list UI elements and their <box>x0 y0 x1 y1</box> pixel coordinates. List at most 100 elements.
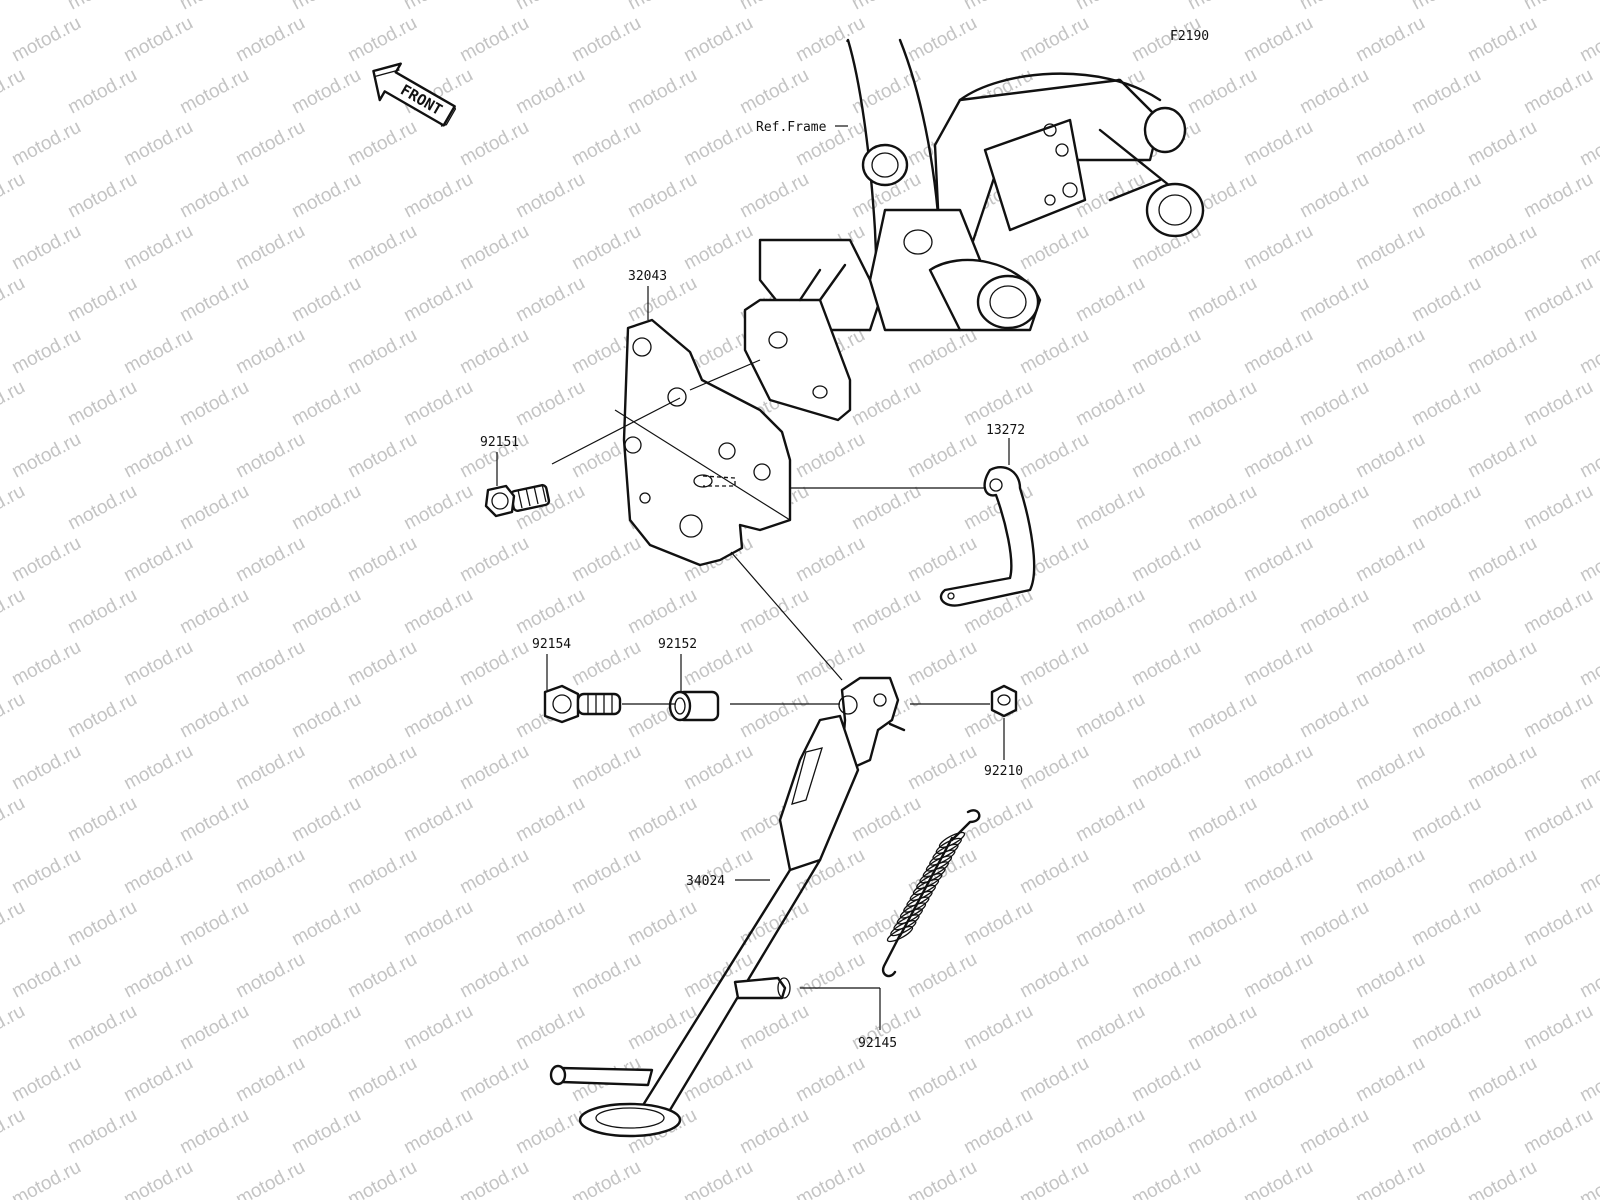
watermark-text: motod.ru <box>1016 949 1092 1003</box>
watermark-text: motod.ru <box>64 1105 140 1159</box>
watermark-text: motod.ru <box>1072 1105 1148 1159</box>
watermark-text: motod.ru <box>232 13 308 67</box>
watermark-text: motod.ru <box>8 741 84 795</box>
bolt-92151 <box>484 483 551 518</box>
watermark-text: motod.ru <box>1576 533 1600 587</box>
watermark-text: motod.ru <box>904 533 980 587</box>
callout-92210[interactable]: 92210 <box>984 764 1023 779</box>
watermark-text: motod.ru <box>1240 533 1316 587</box>
watermark-text: motod.ru <box>176 65 252 119</box>
watermark-text: motod.ru <box>120 221 196 275</box>
watermark-text: motod.ru <box>120 325 196 379</box>
callout-92152[interactable]: 92152 <box>658 637 697 652</box>
watermark-text: motod.ru <box>1296 1001 1372 1055</box>
watermark-text: motod.ru <box>624 897 700 951</box>
watermark-text: motod.ru <box>1016 221 1092 275</box>
watermark-text: motod.ru <box>0 1105 29 1159</box>
watermark-text: motod.ru <box>624 793 700 847</box>
callout-92145[interactable]: 92145 <box>858 1036 897 1051</box>
nut-92210 <box>990 684 1018 718</box>
watermark-text: motod.ru <box>232 637 308 691</box>
watermark-text: motod.ru <box>624 1001 700 1055</box>
watermark-text: motod.ru <box>512 65 588 119</box>
callout-34024[interactable]: 34024 <box>686 874 725 889</box>
frame-reference-drawing <box>743 38 1205 422</box>
watermark-text: motod.ru <box>456 949 532 1003</box>
callout-13272[interactable]: 13272 <box>986 423 1025 438</box>
callout-92154[interactable]: 92154 <box>532 637 571 652</box>
watermark-text: motod.ru <box>1072 377 1148 431</box>
watermark-text: motod.ru <box>848 0 924 14</box>
watermark-text: motod.ru <box>64 1001 140 1055</box>
watermark-text: motod.ru <box>0 481 29 535</box>
callout-32043[interactable]: 32043 <box>628 269 667 284</box>
figure-code: F2190 <box>1170 29 1209 44</box>
watermark-text: motod.ru <box>512 793 588 847</box>
watermark-text: motod.ru <box>680 1053 756 1107</box>
watermark-text: motod.ru <box>1240 741 1316 795</box>
watermark-text: motod.ru <box>176 897 252 951</box>
watermark-text: motod.ru <box>1184 897 1260 951</box>
watermark-text: motod.ru <box>8 949 84 1003</box>
watermark-text: motod.ru <box>1296 377 1372 431</box>
watermark-text: motod.ru <box>1520 273 1596 327</box>
watermark-text: motod.ru <box>624 169 700 223</box>
watermark-text: motod.ru <box>120 429 196 483</box>
watermark-text: motod.ru <box>1184 377 1260 431</box>
watermark-text: motod.ru <box>344 637 420 691</box>
watermark-text: motod.ru <box>344 1053 420 1107</box>
watermark-text: motod.ru <box>960 793 1036 847</box>
watermark-text: motod.ru <box>1184 273 1260 327</box>
watermark-text: motod.ru <box>456 1053 532 1107</box>
watermark-text: motod.ru <box>1464 845 1540 899</box>
watermark-text: motod.ru <box>680 1157 756 1200</box>
watermark-text: motod.ru <box>1408 793 1484 847</box>
callout-labels: F2190 Ref.Frame 32043 92151 13272 92154 … <box>480 29 1209 1051</box>
watermark-text: motod.ru <box>568 1157 644 1200</box>
watermark-text: motod.ru <box>736 0 812 14</box>
watermark-text: motod.ru <box>64 585 140 639</box>
watermark-text: motod.ru <box>288 0 364 14</box>
watermark-text: motod.ru <box>568 221 644 275</box>
watermark-text: motod.ru <box>1016 429 1092 483</box>
watermark-text: motod.ru <box>624 585 700 639</box>
watermark-text: motod.ru <box>120 1053 196 1107</box>
watermark-text: motod.ru <box>1016 1053 1092 1107</box>
watermark-text: motod.ru <box>232 325 308 379</box>
callout-92151[interactable]: 92151 <box>480 435 519 450</box>
watermark-text: motod.ru <box>1128 533 1204 587</box>
watermark-text: motod.ru <box>1576 429 1600 483</box>
watermark-text: motod.ru <box>1296 273 1372 327</box>
watermark-text: motod.ru <box>960 1001 1036 1055</box>
watermark-text: motod.ru <box>176 689 252 743</box>
watermark-text: motod.ru <box>512 0 588 14</box>
watermark-text: motod.ru <box>1184 1105 1260 1159</box>
watermark-text: motod.ru <box>176 1001 252 1055</box>
watermark-text: motod.ru <box>1464 949 1540 1003</box>
watermark-text: motod.ru <box>1016 845 1092 899</box>
watermark-text: motod.ru <box>1240 1053 1316 1107</box>
watermark-text: motod.ru <box>400 481 476 535</box>
watermark-text: motod.ru <box>120 117 196 171</box>
watermark-text: motod.ru <box>1520 481 1596 535</box>
watermark-text: motod.ru <box>176 377 252 431</box>
watermark-text: motod.ru <box>1352 533 1428 587</box>
watermark-text: motod.ru <box>64 0 140 14</box>
watermark-text: motod.ru <box>456 1157 532 1200</box>
watermark-text: motod.ru <box>624 65 700 119</box>
watermark-text: motod.ru <box>1296 897 1372 951</box>
watermark-text: motod.ru <box>1520 169 1596 223</box>
watermark-text: motod.ru <box>736 1105 812 1159</box>
watermark-text: motod.ru <box>288 1105 364 1159</box>
watermark-text: motod.ru <box>1016 1157 1092 1200</box>
watermark-text: motod.ru <box>120 1157 196 1200</box>
watermark-text: motod.ru <box>1352 429 1428 483</box>
watermark-text: motod.ru <box>1520 1001 1596 1055</box>
watermark-text: motod.ru <box>8 13 84 67</box>
watermark-text: motod.ru <box>232 1157 308 1200</box>
watermark-text: motod.ru <box>288 585 364 639</box>
watermark-text: motod.ru <box>1520 0 1596 14</box>
watermark-text: motod.ru <box>512 897 588 951</box>
